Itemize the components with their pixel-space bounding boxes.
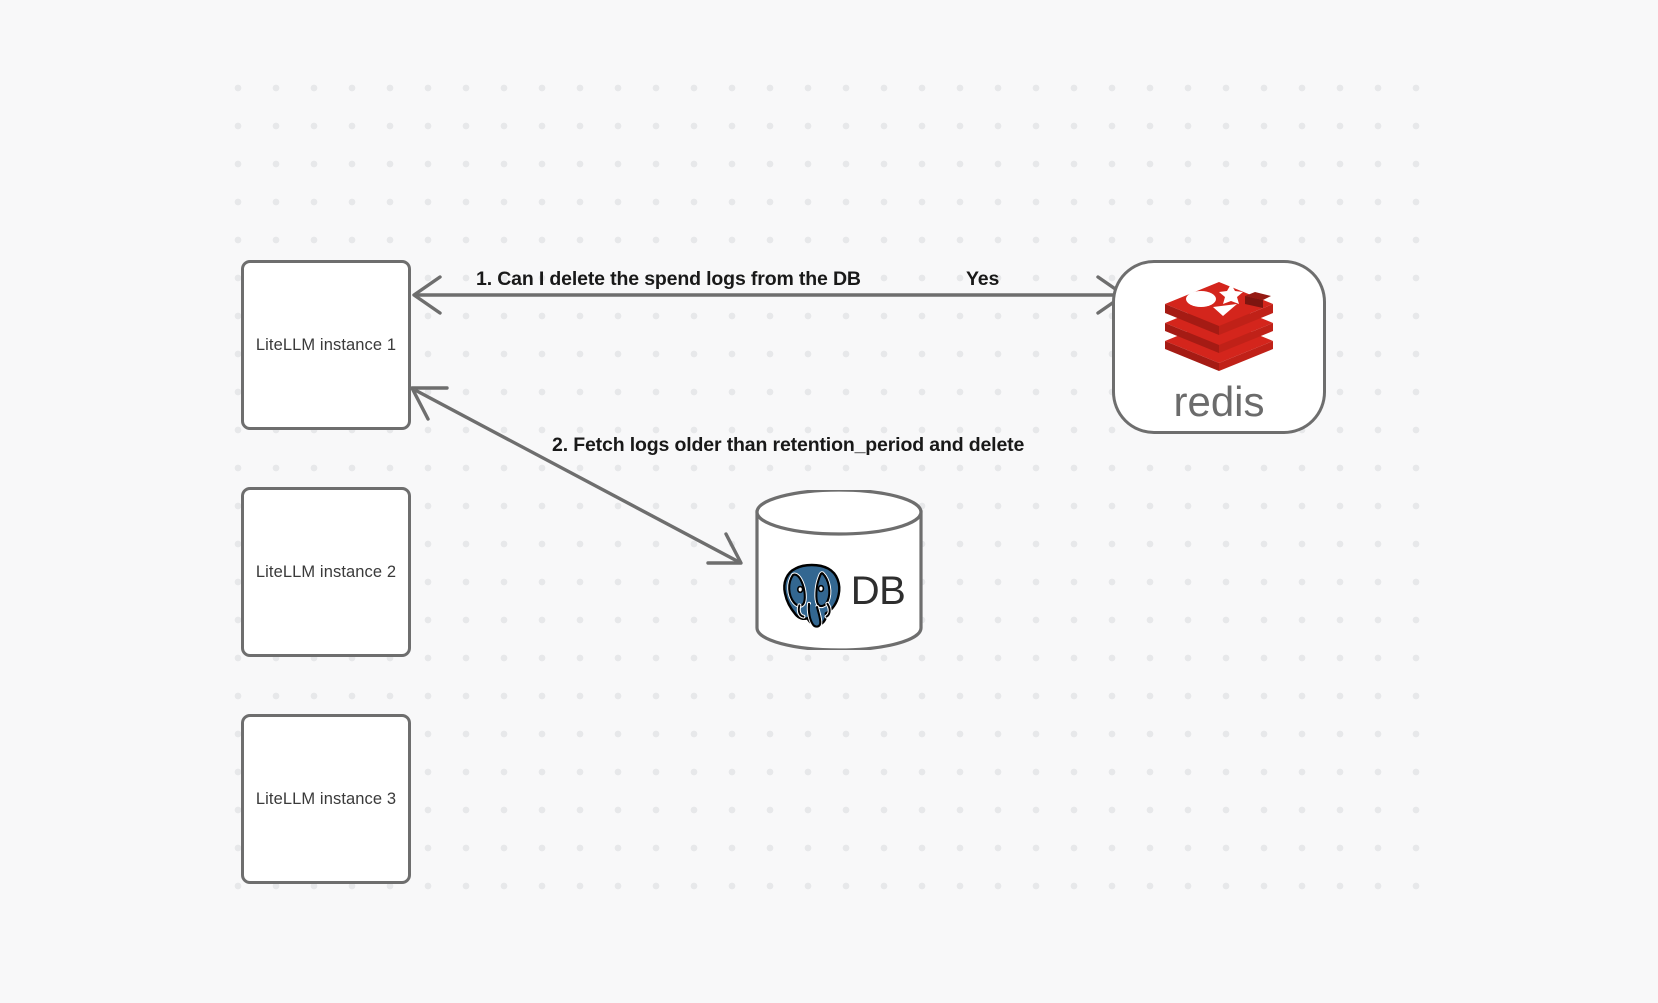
redis-wordmark: redis xyxy=(1173,378,1265,425)
database-logo-row: DB xyxy=(753,548,925,634)
edge-db-to-litellm1 xyxy=(410,386,743,565)
arrowhead-left-icon xyxy=(412,275,442,315)
edge-label-1: 1. Can I delete the spend logs from the … xyxy=(476,268,861,290)
node-redis[interactable]: redis xyxy=(1112,260,1326,434)
arrowhead-downright-icon xyxy=(706,532,743,565)
arrowhead-upleft-icon xyxy=(410,386,449,421)
node-litellm-instance-1-label: LiteLLM instance 1 xyxy=(255,335,397,354)
node-litellm-instance-2-label: LiteLLM instance 2 xyxy=(255,562,397,581)
edge-label-2: 2. Fetch logs older than retention_perio… xyxy=(552,434,1025,456)
database-label: DB xyxy=(850,568,906,613)
redis-logo-icon xyxy=(1165,282,1273,371)
edge-label-yes: Yes xyxy=(966,268,1000,290)
node-litellm-instance-3-label: LiteLLM instance 3 xyxy=(255,789,397,808)
node-litellm-instance-2[interactable]: LiteLLM instance 2 xyxy=(241,487,411,657)
node-database[interactable]: DB xyxy=(753,490,925,650)
postgresql-elephant-icon xyxy=(780,561,843,629)
node-litellm-instance-1[interactable]: LiteLLM instance 1 xyxy=(241,260,411,430)
node-litellm-instance-3[interactable]: LiteLLM instance 3 xyxy=(241,714,411,884)
